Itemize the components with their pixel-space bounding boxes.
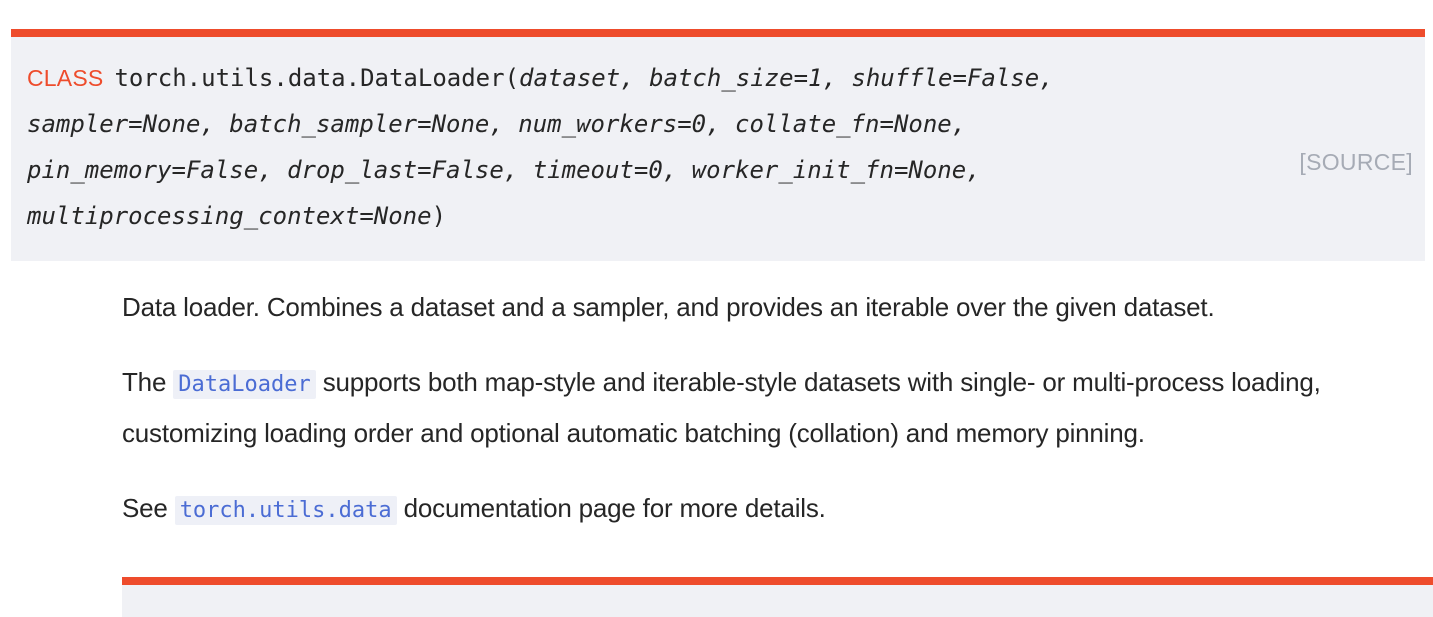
class-qualified-name: torch.utils.data.DataLoader [114,64,505,92]
signature-row: CLASS torch.utils.data.DataLoader(dataset… [11,55,1425,239]
inline-code-torch-utils-data: torch.utils.data [174,496,397,525]
class-signature-block: CLASS torch.utils.data.DataLoader(dataset… [11,29,1425,261]
signature-parameters: dataset, batch_size=1, shuffle=False, sa… [27,64,1054,230]
signature-close-paren: ) [431,202,447,230]
class-signature: CLASS torch.utils.data.DataLoader(dataset… [25,55,1202,239]
paragraph-3-text-after: documentation page for more details. [396,493,826,523]
documentation-page: CLASS torch.utils.data.DataLoader(dataset… [11,29,1433,617]
class-keyword-label: CLASS [27,65,104,91]
description-paragraph-3: See torch.utils.data documentation page … [122,484,1430,535]
description-paragraph-2: The DataLoader supports both map-style a… [122,358,1430,457]
source-link[interactable]: [SOURCE] [1299,149,1413,175]
signature-open-paren: ( [504,64,520,92]
description-paragraph-1: Data loader. Combines a dataset and a sa… [122,292,1215,322]
paragraph-2-text-after: supports both map-style and iterable-sty… [122,367,1321,448]
paragraph-2-text-before: The [122,367,174,397]
paragraph-3-text-before: See [122,493,175,523]
inline-code-dataloader: DataLoader [173,370,316,399]
next-signature-block [122,577,1433,617]
class-description: Data loader. Combines a dataset and a sa… [122,283,1430,535]
